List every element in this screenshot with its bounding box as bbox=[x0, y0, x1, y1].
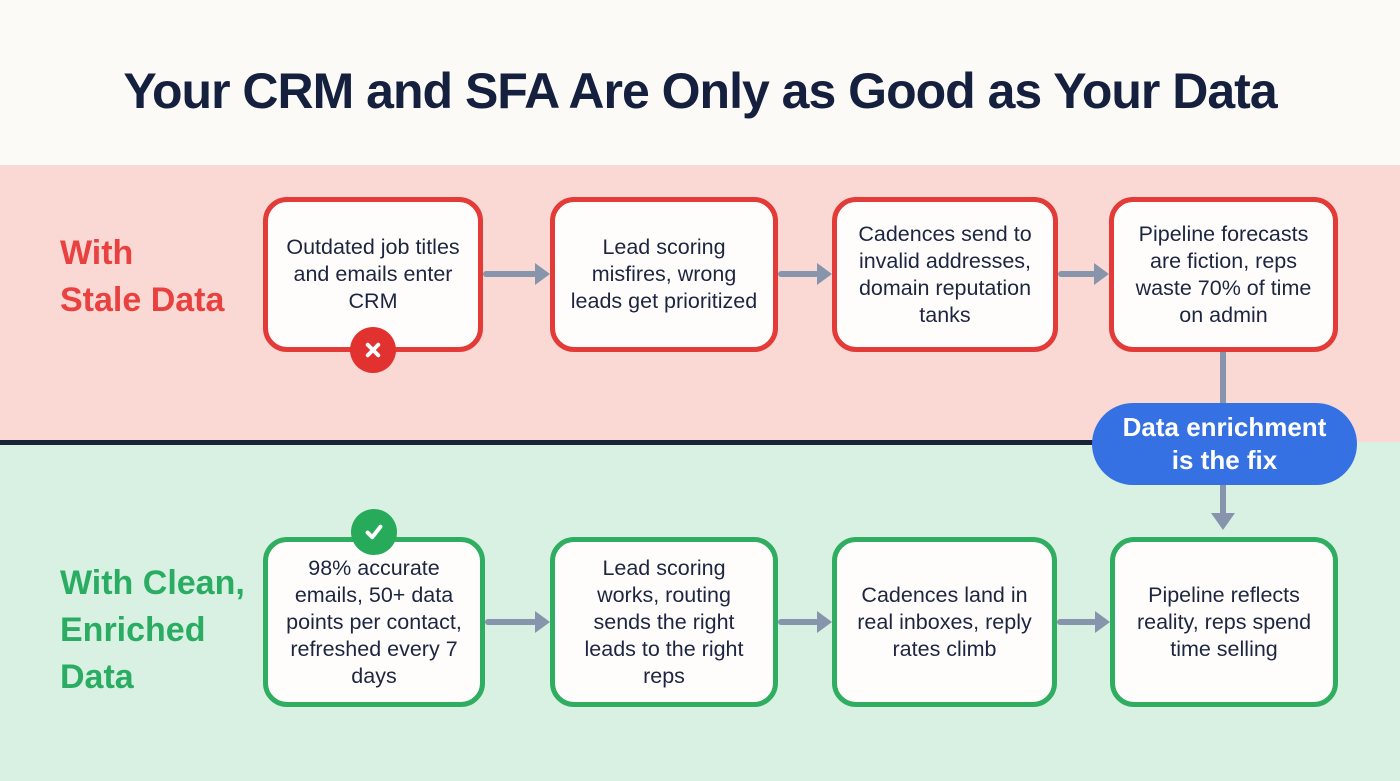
stale-step-3-text: Cadences send to invalid addresses, doma… bbox=[858, 221, 1032, 327]
arrow-line bbox=[778, 619, 819, 625]
arrow-head bbox=[817, 263, 832, 285]
clean-step-3-text: Cadences land in real inboxes, reply rat… bbox=[857, 582, 1032, 661]
page-title: Your CRM and SFA Are Only as Good as You… bbox=[123, 63, 1277, 119]
arrow-head bbox=[535, 611, 550, 633]
clean-step-1-text: 98% accurate emails, 50+ data points per… bbox=[286, 555, 462, 688]
clean-step-1-box: 98% accurate emails, 50+ data points per… bbox=[263, 509, 485, 707]
arrow-line bbox=[485, 619, 537, 625]
stale-label-line-1: With bbox=[60, 234, 134, 272]
stale-step-4-box: Pipeline forecasts are fiction, reps was… bbox=[1109, 197, 1338, 352]
arrow-head bbox=[1095, 611, 1110, 633]
x-circle-icon bbox=[350, 327, 396, 373]
section-divider-line bbox=[0, 440, 1094, 445]
stale-step-1-box: Outdated job titles and emails enter CRM bbox=[263, 197, 483, 373]
stale-flow-arrow-2-icon bbox=[778, 262, 832, 286]
check-circle-icon bbox=[351, 509, 397, 555]
arrow-head bbox=[535, 263, 550, 285]
arrow-line bbox=[1057, 619, 1097, 625]
arrow-head bbox=[817, 611, 832, 633]
stale-step-2-text: Lead scoring misfires, wrong leads get p… bbox=[570, 235, 758, 313]
stale-step-4-text: Pipeline forecasts are fiction, reps was… bbox=[1135, 221, 1312, 327]
data-enrichment-pill: Data enrichment is the fix bbox=[1092, 403, 1357, 485]
clean-flow-arrow-2-icon bbox=[778, 610, 832, 634]
stale-section-label: With Stale Data bbox=[60, 230, 224, 324]
clean-step-3-box: Cadences land in real inboxes, reply rat… bbox=[832, 537, 1057, 707]
clean-label-line-1: With Clean, bbox=[60, 564, 245, 602]
stale-step-2-box: Lead scoring misfires, wrong leads get p… bbox=[550, 197, 778, 352]
stale-step-1-text: Outdated job titles and emails enter CRM bbox=[286, 235, 460, 313]
clean-step-4-box: Pipeline reflects reality, reps spend ti… bbox=[1110, 537, 1338, 707]
stale-flow-arrow-1-icon bbox=[483, 262, 550, 286]
clean-flow-arrow-1-icon bbox=[485, 610, 550, 634]
clean-label-line-2: Enriched bbox=[60, 611, 206, 649]
arrow-line bbox=[1058, 271, 1096, 277]
clean-label-line-3: Data bbox=[60, 658, 134, 696]
stale-label-line-2: Stale Data bbox=[60, 281, 225, 319]
arrow-head bbox=[1094, 263, 1109, 285]
stale-step-3-box: Cadences send to invalid addresses, doma… bbox=[832, 197, 1058, 352]
stale-flow-arrow-3-icon bbox=[1058, 262, 1109, 286]
arrow-line bbox=[778, 271, 819, 277]
clean-section-label: With Clean, Enriched Data bbox=[60, 560, 245, 701]
clean-flow-arrow-3-icon bbox=[1057, 610, 1110, 634]
clean-step-2-box: Lead scoring works, routing sends the ri… bbox=[550, 537, 778, 707]
data-enrichment-pill-label: Data enrichment is the fix bbox=[1122, 412, 1327, 475]
clean-step-4-text: Pipeline reflects reality, reps spend ti… bbox=[1136, 582, 1312, 661]
enrichment-connector-arrow-head bbox=[1211, 513, 1235, 530]
arrow-line bbox=[483, 271, 537, 277]
clean-step-2-text: Lead scoring works, routing sends the ri… bbox=[584, 555, 744, 688]
